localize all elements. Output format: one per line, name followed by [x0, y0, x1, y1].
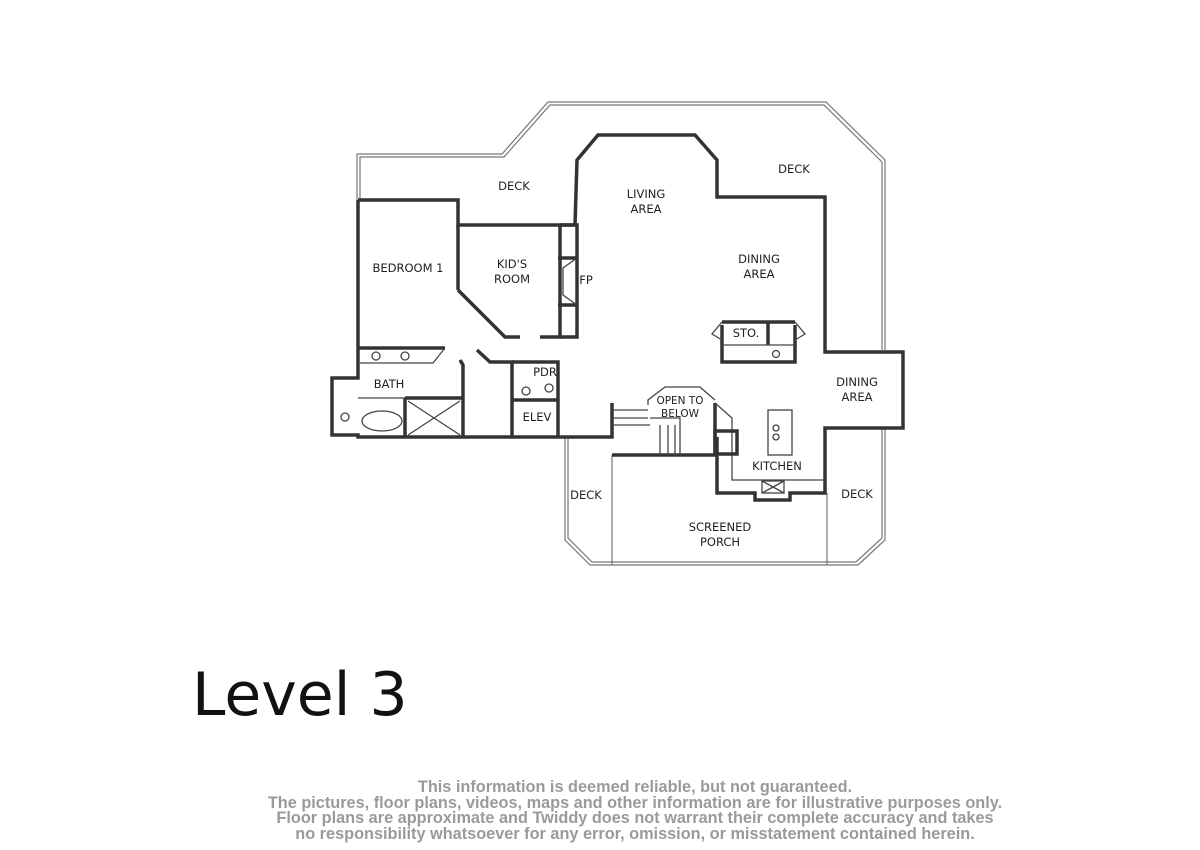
room-label-deck-top-right: DECK — [778, 162, 810, 176]
disclaimer: This information is deemed reliable, but… — [215, 778, 1055, 843]
room-label-elevator: ELEV — [523, 410, 552, 424]
room-label-kids-room: KID'S — [497, 257, 527, 271]
room-label-dining-area-2: DINING — [836, 375, 878, 389]
room-label-dining-area-2: AREA — [842, 390, 873, 404]
room-label-living-area: LIVING — [627, 187, 666, 201]
walls — [330, 133, 905, 502]
room-label-living-area: AREA — [631, 202, 662, 216]
fixtures — [340, 320, 825, 494]
toilet-icon — [340, 412, 350, 422]
room-label-dining-area: DINING — [738, 252, 780, 266]
toilet-icon — [544, 383, 554, 393]
room-label-screened-porch: SCREENED — [689, 520, 752, 534]
sink-icon — [521, 386, 531, 396]
sink-icon — [371, 351, 381, 361]
range-icon — [761, 480, 785, 494]
room-label-open-to-below: OPEN TO — [656, 395, 703, 407]
tub-icon — [361, 410, 403, 432]
room-label-powder-room: PDR — [533, 365, 557, 379]
room-label-bedroom-1: BEDROOM 1 — [373, 261, 444, 275]
room-label-fireplace: FP — [579, 273, 593, 287]
room-label-kitchen: KITCHEN — [752, 459, 802, 473]
disclaimer-line: This information is deemed reliable, but… — [417, 778, 853, 796]
room-label-deck-top-left: DECK — [498, 179, 530, 193]
level-title: Level 3 — [192, 660, 408, 730]
sink-icon — [400, 351, 410, 361]
room-label-open-to-below: BELOW — [661, 408, 700, 420]
room-label-deck-bottom-right: DECK — [841, 487, 873, 501]
room-label-dining-area: AREA — [744, 267, 775, 281]
disclaimer-line: no responsibility whatsoever for any err… — [295, 824, 975, 843]
deck-outline — [356, 101, 886, 566]
cooktop-icon — [772, 424, 780, 432]
sink-icon — [771, 349, 781, 359]
room-label-screened-porch: PORCH — [700, 535, 740, 549]
room-label-deck-bottom-left: DECK — [570, 488, 602, 502]
room-label-kids-room: ROOM — [494, 272, 530, 286]
room-label-storage: STO. — [733, 326, 760, 340]
disclaimer-line: Floor plans are approximate and Twiddy d… — [276, 809, 994, 827]
disclaimer-line: The pictures, floor plans, videos, maps … — [267, 793, 1003, 812]
shower-icon — [407, 400, 461, 436]
room-label-bath: BATH — [374, 377, 405, 391]
